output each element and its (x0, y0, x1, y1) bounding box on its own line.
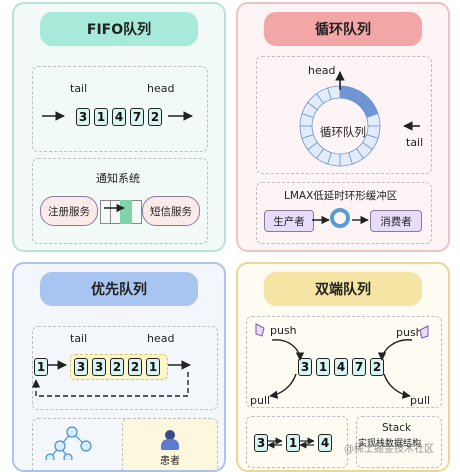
circular-title: 循环队列 (264, 12, 422, 46)
hand-left-icon (255, 323, 265, 337)
priority-loop-arrow (31, 372, 189, 397)
deque-cell-2: 4 (334, 358, 348, 376)
hand-right-icon (419, 325, 429, 339)
push-left-arrow (271, 339, 305, 361)
priority-title: 优先队列 (40, 272, 198, 306)
priority-head-label: head (147, 332, 175, 345)
watermark: @稀土掘金技术社区 (344, 444, 434, 455)
deque-bottom-cell-1: 1 (286, 434, 300, 452)
priority-cell-3: 2 (128, 358, 142, 376)
priority-cell-1: 3 (92, 358, 106, 376)
fifo-title: FIFO队列 (40, 12, 198, 46)
priority-diagram-box (32, 326, 218, 410)
producer: 生产者 (264, 210, 314, 232)
ring-segment-19 (327, 85, 341, 100)
notify-system-title: 通知系统 (96, 172, 140, 185)
fifo-cell-4: 2 (148, 108, 162, 126)
deque-cell-3: 7 (352, 358, 366, 376)
fifo-cell-1: 1 (94, 108, 108, 126)
sms-service: 短信服务 (142, 196, 200, 226)
lmax-box (256, 182, 432, 244)
fifo-diagram-box (32, 66, 208, 152)
push-right-arrow (377, 339, 413, 361)
deque-diagram-box (246, 316, 442, 408)
diagram-graphics (31, 71, 429, 460)
notify-system-box (32, 158, 208, 244)
circular-ring (299, 85, 381, 167)
deque-cell-0: 3 (298, 358, 312, 376)
deque-title: 双端队列 (264, 272, 422, 306)
fifo-head-label: head (147, 82, 175, 95)
register-service: 注册服务 (40, 196, 98, 226)
ring-center-label: 循环队列 (320, 125, 366, 139)
heap-tree-icon (45, 426, 92, 460)
lmax-title: LMAX低延时环形缓冲区 (284, 190, 398, 202)
pull-left-arrow (269, 373, 297, 399)
deque-cell-1: 1 (316, 358, 330, 376)
priority-in-cell: 1 (34, 358, 48, 376)
fifo-cell-3: 7 (130, 108, 144, 126)
fifo-cell-0: 3 (76, 108, 90, 126)
deque-cell-4: 2 (370, 358, 384, 376)
deque-bottom-cell-2: 4 (318, 434, 332, 452)
circular-head-label: head (308, 64, 336, 77)
priority-cell-2: 2 (110, 358, 124, 376)
pull-right-arrow (383, 373, 411, 399)
stack-subtitle: 实现栈数据结构 (358, 439, 422, 449)
fifo-tail-label: tail (70, 82, 88, 95)
push-right-label: push (396, 326, 423, 339)
fifo-cell-2: 4 (112, 108, 126, 126)
circular-tail-label: tail (406, 136, 424, 149)
priority-cell-0: 3 (74, 358, 88, 376)
consumer: 消费者 (370, 210, 422, 232)
lmax-ring-icon (330, 208, 350, 228)
pull-right-label: pull (410, 394, 431, 407)
push-left-label: push (270, 324, 297, 337)
circular-diagram-box (256, 56, 432, 174)
priority-tail-label: tail (70, 332, 88, 345)
patient-icon (161, 430, 179, 450)
priority-cell-4: 1 (146, 358, 160, 376)
stack-title: Stack (382, 422, 412, 434)
pull-left-label: pull (250, 394, 271, 407)
